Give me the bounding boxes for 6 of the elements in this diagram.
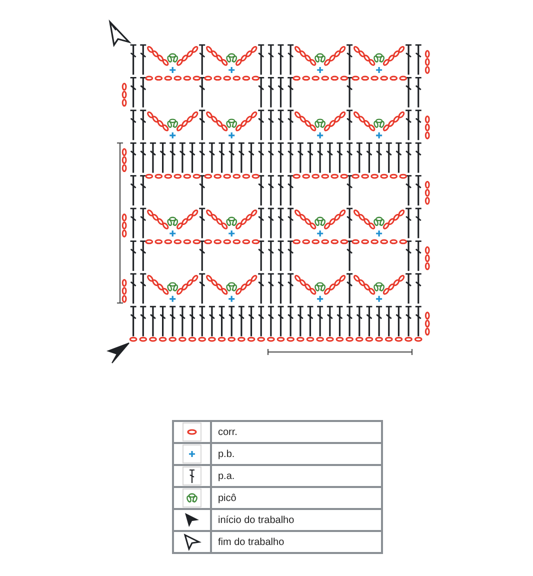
legend-label: corr. <box>218 426 238 438</box>
legend-label: picô <box>218 492 236 504</box>
legend-label: fim do trabalho <box>218 536 284 548</box>
legend-label: início do trabalho <box>218 514 294 526</box>
legend-label: p.b. <box>218 448 235 460</box>
legend-label: p.a. <box>218 470 235 482</box>
